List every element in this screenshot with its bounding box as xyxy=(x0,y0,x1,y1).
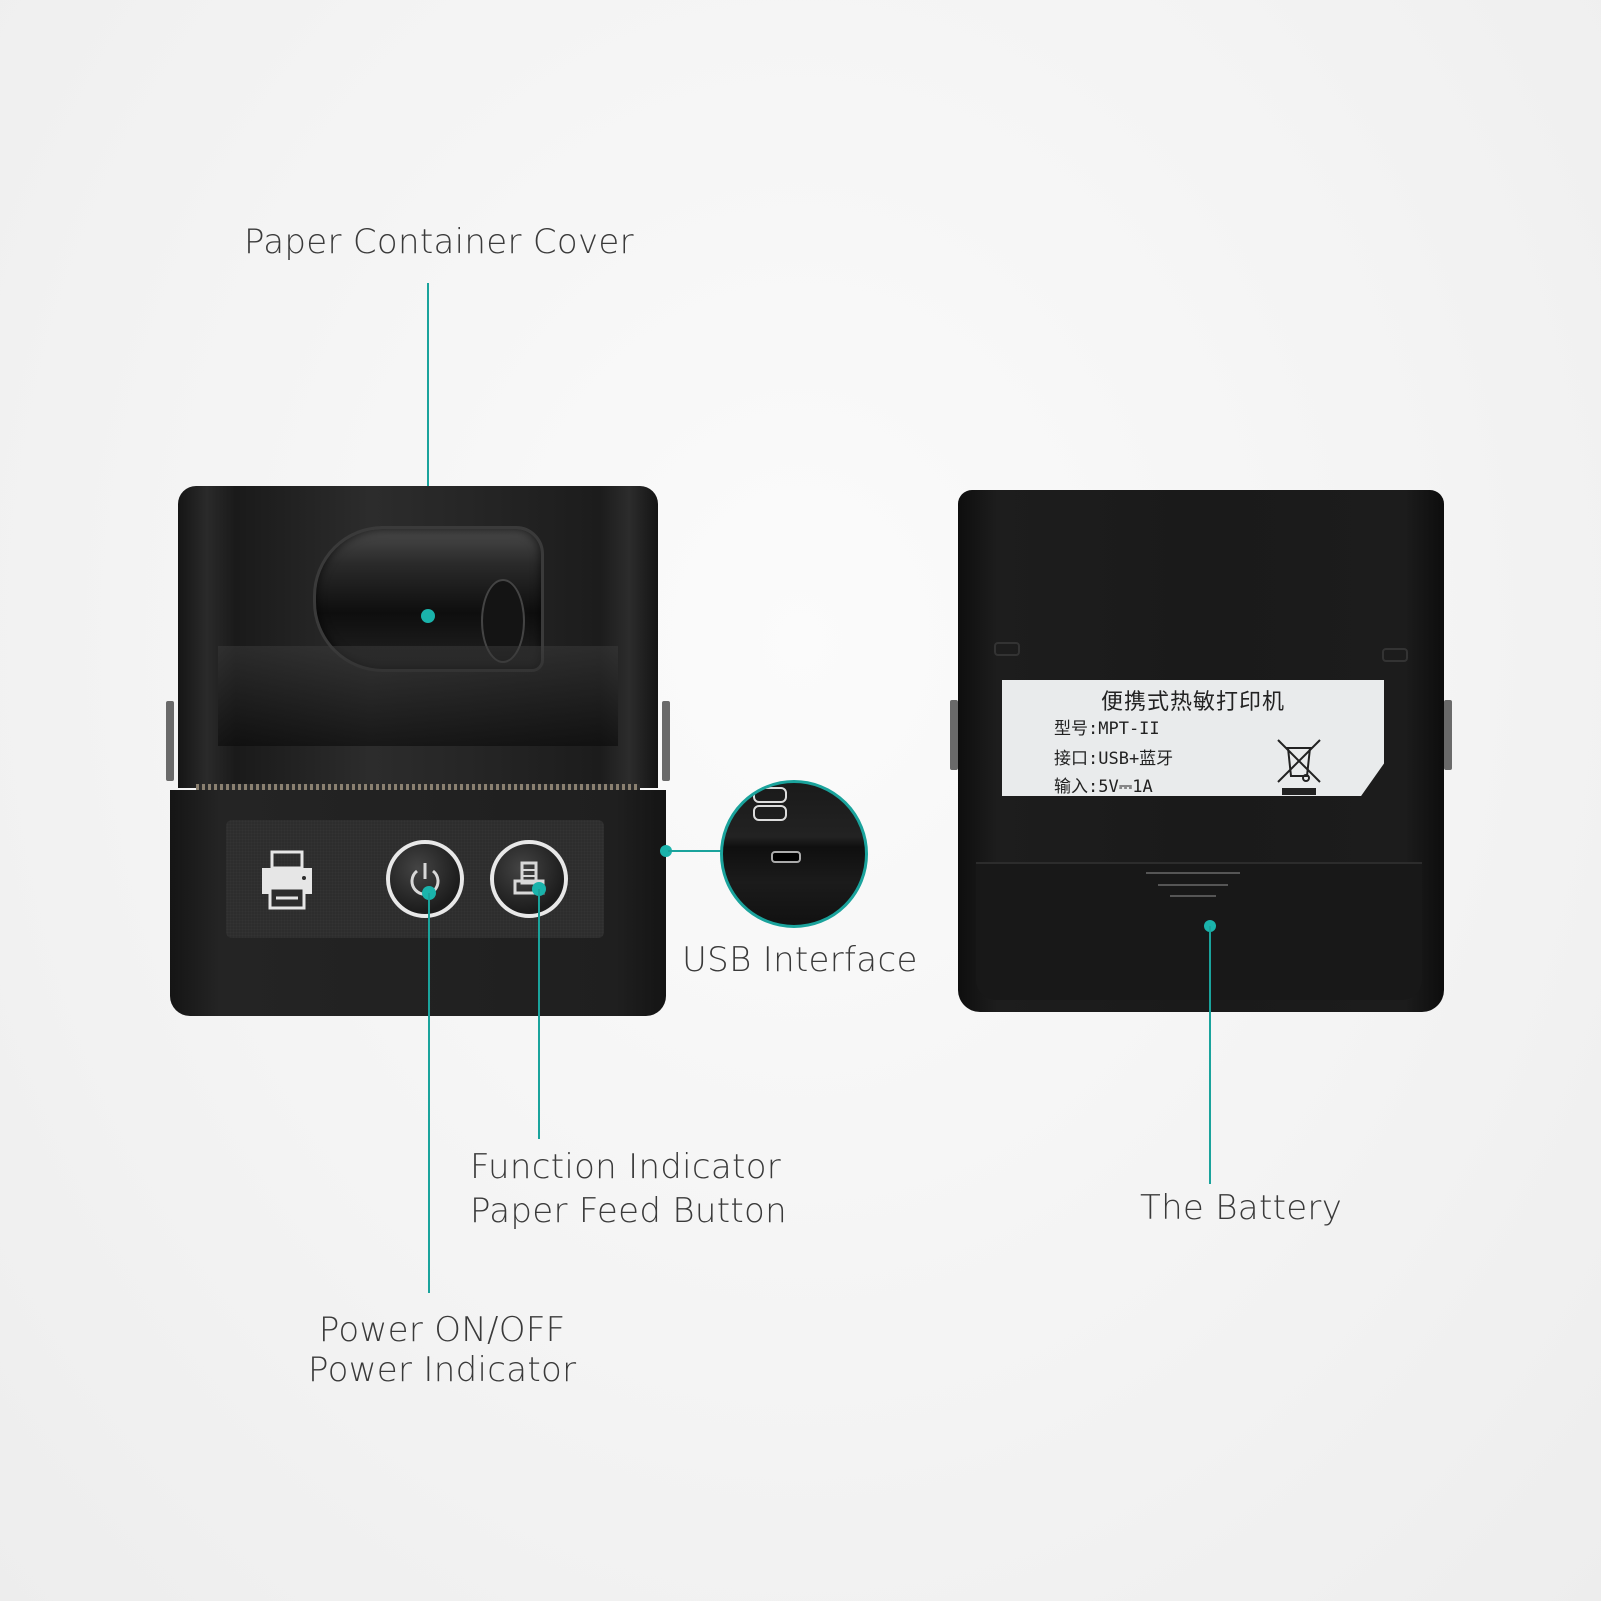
callout-power-line1: Power ON/OFF xyxy=(318,1310,566,1350)
callout-function-line2: Paper Feed Button xyxy=(470,1191,787,1231)
label-title: 便携式热敏打印机 xyxy=(1100,690,1285,715)
paper-roll-end xyxy=(481,579,525,663)
paper-output-slot xyxy=(196,784,640,794)
leader-line-battery xyxy=(1209,926,1211,1184)
leader-line-power xyxy=(428,893,430,1293)
label-input: 输入:5V⎓1A xyxy=(1054,777,1153,797)
leader-line-usb xyxy=(668,850,722,852)
paper-roll-window xyxy=(313,526,544,672)
side-latch-right xyxy=(662,701,670,781)
printer-front-view xyxy=(166,486,670,1016)
callout-power-line2: Power Indicator xyxy=(308,1350,577,1390)
leader-line-paper-cover xyxy=(427,283,429,613)
mini-feed-button xyxy=(753,805,787,821)
leader-line-function xyxy=(538,889,540,1139)
label-model: 型号:MPT-II xyxy=(1054,719,1160,739)
rear-spec-label: 便携式热敏打印机 型号:MPT-II 接口:USB+蓝牙 输入:5V⎓1A xyxy=(1002,680,1384,796)
callout-paper-container-cover: Paper Container Cover xyxy=(244,222,634,262)
weee-bin-icon xyxy=(1277,739,1321,795)
callout-function-indicator: Function Indicator Paper Feed Button xyxy=(470,1147,787,1231)
printer-base xyxy=(170,790,666,1016)
paper-feed-button[interactable] xyxy=(490,840,568,918)
callout-power: Power ON/OFF Power Indicator xyxy=(308,1310,576,1390)
callout-function-line1: Function Indicator xyxy=(470,1147,782,1187)
battery-grip-line xyxy=(1146,872,1240,874)
label-interface: 接口:USB+蓝牙 xyxy=(1054,749,1174,769)
paper-container-cover[interactable] xyxy=(178,486,658,788)
back-side-latch-left xyxy=(950,700,958,770)
battery-cover[interactable] xyxy=(976,862,1422,1000)
side-latch-left xyxy=(166,701,174,781)
usb-c-port-icon[interactable] xyxy=(771,851,801,863)
printer-back-view: 便携式热敏打印机 型号:MPT-II 接口:USB+蓝牙 输入:5V⎓1A xyxy=(950,490,1452,1012)
back-side-latch-right xyxy=(1444,700,1452,770)
callout-dot-usb xyxy=(660,845,672,857)
battery-grip-line xyxy=(1170,895,1216,897)
callout-dot-paper-cover xyxy=(421,609,435,623)
vent-slot-right xyxy=(1382,648,1408,662)
callout-usb-interface: USB Interface xyxy=(682,940,918,980)
usb-interface-inset xyxy=(720,780,868,928)
vent-slot-left xyxy=(994,642,1020,656)
callout-battery: The Battery xyxy=(1140,1188,1343,1228)
power-button[interactable] xyxy=(386,840,464,918)
battery-grip-line xyxy=(1158,884,1228,886)
mini-power-button xyxy=(753,787,787,803)
control-panel xyxy=(226,820,604,938)
printer-icon xyxy=(262,850,312,910)
